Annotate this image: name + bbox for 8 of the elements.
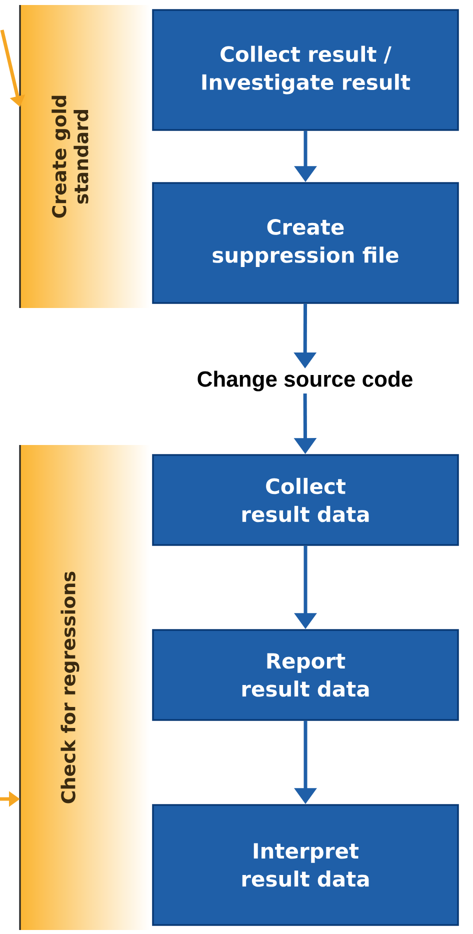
process-box: Create suppression file	[152, 182, 459, 304]
phase-band: Create gold standard	[19, 5, 88, 308]
process-box: Report result data	[152, 629, 459, 721]
process-box: Interpret result data	[152, 804, 459, 926]
phase-band: Check for regressions	[19, 445, 80, 930]
process-box: Collect result / Investigate result	[152, 9, 459, 131]
process-box: Collect result data	[152, 454, 459, 546]
step-text: Change source code	[198, 370, 412, 392]
